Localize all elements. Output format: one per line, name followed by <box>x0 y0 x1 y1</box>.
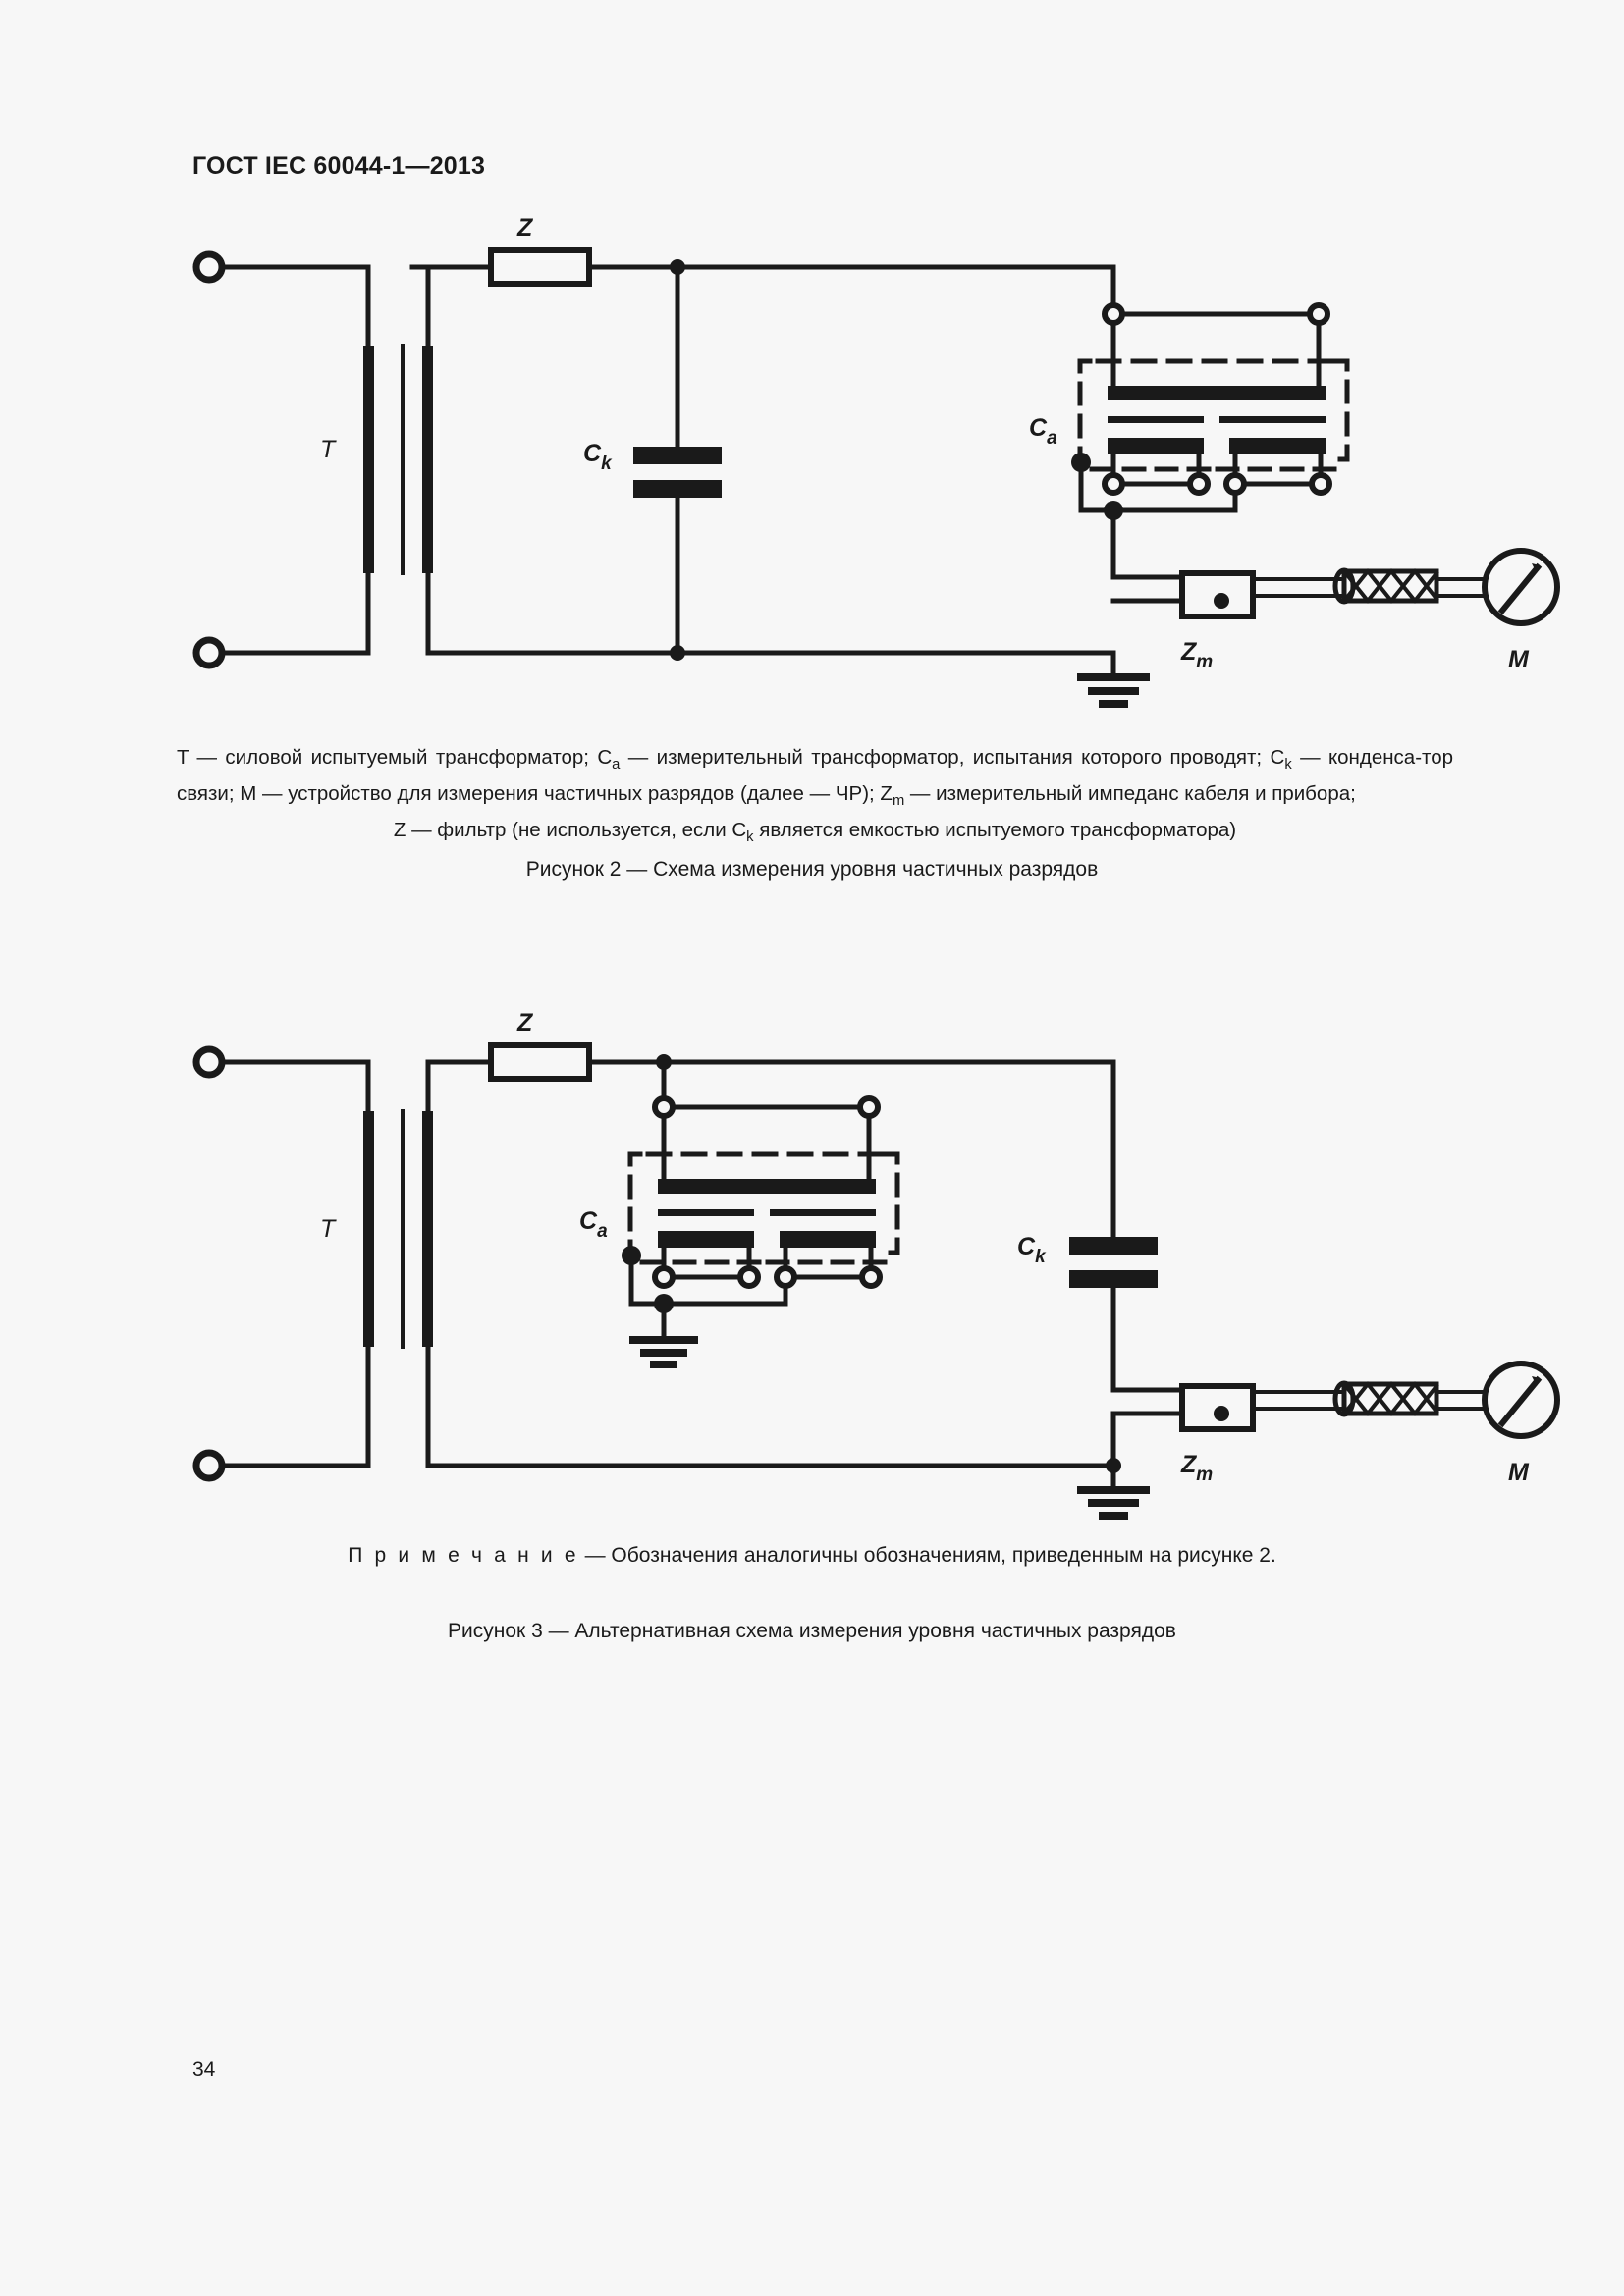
ca-secondary2-terminal-left <box>1223 472 1247 496</box>
legend-part-1: T — силовой испытуемый трансформатор; C <box>177 746 613 769</box>
capacitor-ck-plate-bottom <box>633 480 722 498</box>
label-measuring-transformer-ca: Ca <box>579 1207 608 1242</box>
figure-2-legend: T — силовой испытуемый трансформатор; Ca… <box>177 743 1453 852</box>
legend-part-1b: — измерительный трансформатор, испытания… <box>620 746 1285 769</box>
ca-core-bar-upper <box>1108 386 1326 400</box>
ca-core-bar-thin-right <box>770 1209 876 1216</box>
figure-3-title: Рисунок 3 — Альтернативная схема измерен… <box>448 1620 1176 1642</box>
capacitor-ck-plate-bottom <box>1069 1270 1158 1288</box>
terminal-bottom-icon <box>192 1449 226 1482</box>
legend-sub-k: k <box>1284 757 1292 774</box>
legend-sub-a: a <box>612 757 621 774</box>
ca-core-bar-thin-right <box>1219 416 1326 423</box>
label-measuring-impedance-zm: Zm <box>1180 638 1213 672</box>
label-filter-z: Z <box>516 1009 534 1037</box>
figure-3-circuit-diagram: T Z Ca Ck Zm M <box>192 1009 1560 1520</box>
transformer-primary-winding <box>363 346 374 573</box>
figure-3-note: П р и м е ч а н и е — Обозначения аналог… <box>0 1544 1624 1568</box>
label-transformer-t: T <box>320 1215 337 1243</box>
ca-primary-terminal-left <box>1102 302 1125 326</box>
ca-enclosure-dashed <box>1077 358 1093 464</box>
legend-part-3b: является емкостью испытуемого трансформа… <box>753 819 1237 842</box>
label-capacitor-ck: Ck <box>583 440 613 474</box>
terminal-top-icon <box>192 250 226 284</box>
label-measuring-transformer-ca: Ca <box>1029 414 1057 449</box>
ca-secondary1-terminal-right <box>737 1265 761 1289</box>
ca-secondary1-terminal-right <box>1187 472 1211 496</box>
legend-part-2b: — измерительный импеданс кабеля и прибор… <box>904 782 1356 806</box>
label-capacitor-ck: Ck <box>1017 1233 1047 1267</box>
ca-secondary2-terminal-right <box>1309 472 1332 496</box>
transformer-secondary-winding <box>422 1111 433 1347</box>
legend-line-3: Z — фильтр (не используется, если Ck явл… <box>177 816 1453 852</box>
ca-secondary2-bar <box>780 1231 876 1248</box>
junction-dot <box>1214 593 1229 609</box>
capacitor-ck-plate-top <box>1069 1237 1158 1255</box>
label-meter-m: M <box>1508 646 1530 673</box>
ca-secondary2-terminal-right <box>859 1265 883 1289</box>
ca-secondary2-bar <box>1229 438 1326 454</box>
capacitor-ck-plate-top <box>633 447 722 464</box>
legend-part-2: тор связи; M — устройство для измерения … <box>177 746 1454 806</box>
meter-needle <box>1497 562 1543 615</box>
figure-2-title: Рисунок 2 — Схема измерения уровня части… <box>525 858 1099 881</box>
ca-core-bar-thin-left <box>658 1209 754 1216</box>
ca-core-bar-upper <box>658 1179 876 1194</box>
ca-secondary1-bar <box>1108 438 1204 454</box>
transformer-primary-winding <box>363 1111 374 1347</box>
terminal-top-icon <box>192 1045 226 1079</box>
label-filter-z: Z <box>516 214 534 241</box>
label-meter-m: M <box>1508 1459 1530 1486</box>
note-text: — Обозначения аналогичны обозначениям, п… <box>578 1544 1276 1567</box>
note-label: П р и м е ч а н и е <box>348 1544 579 1567</box>
legend-sub-k2: k <box>746 829 754 846</box>
ca-core-bar-thin-left <box>1108 416 1204 423</box>
filter-z-box <box>488 1042 592 1082</box>
legend-sub-m: m <box>892 793 905 810</box>
transformer-secondary-winding <box>422 346 433 573</box>
meter-needle <box>1497 1375 1543 1428</box>
figure-2-circuit-diagram: T Z Ck Ca Zm M <box>192 214 1560 708</box>
terminal-bottom-icon <box>192 636 226 669</box>
filter-z-box <box>488 247 592 287</box>
ca-secondary1-bar <box>658 1231 754 1248</box>
legend-part-3a: Z — фильтр (не используется, если C <box>393 819 747 842</box>
page-number: 34 <box>192 2058 216 2081</box>
ca-secondary1-terminal-left <box>652 1265 676 1289</box>
label-measuring-impedance-zm: Zm <box>1180 1451 1213 1485</box>
ca-secondary1-terminal-left <box>1102 472 1125 496</box>
ca-primary-terminal-right <box>857 1095 881 1119</box>
legend-part-1c: — конденса- <box>1291 746 1423 769</box>
junction-dot <box>1214 1406 1229 1421</box>
ca-primary-terminal-left <box>652 1095 676 1119</box>
ca-secondary2-terminal-left <box>774 1265 797 1289</box>
ca-enclosure-dashed <box>627 1151 643 1257</box>
label-transformer-t: T <box>320 436 337 463</box>
ca-primary-terminal-right <box>1307 302 1330 326</box>
page-header: ГОСТ IEC 60044-1—2013 <box>192 152 486 180</box>
